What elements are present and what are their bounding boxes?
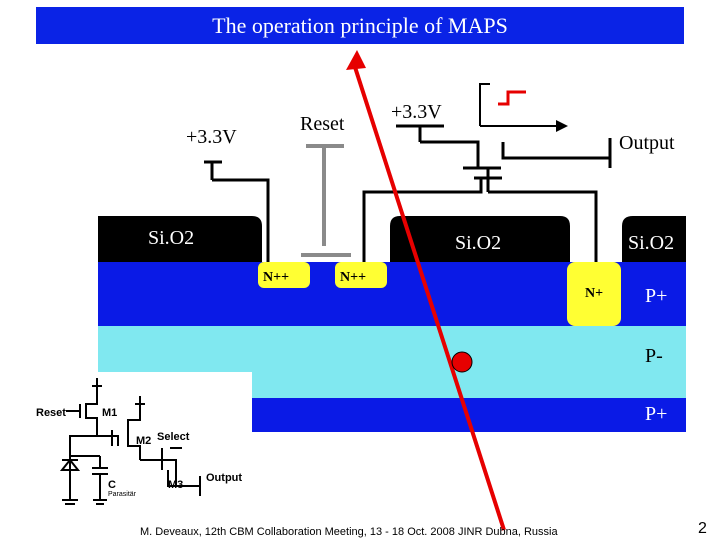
p-plus-epi-label: P+ [645,285,667,307]
oxide-mid-label: Si.O2 [455,232,501,254]
output-arrow [479,83,568,132]
n-plus-plus-implant-2 [335,262,387,288]
supply-mid-label: +3.3V [391,101,442,123]
reset-gate [301,144,351,257]
oxide-right-label: Si.O2 [628,232,674,254]
n-plus-plus-label-1: N++ [263,270,289,285]
charge-generation-dot [451,351,473,373]
pixel-schematic [59,378,201,505]
oxide-block-right [622,216,686,262]
schematic-select-label: Select [157,431,190,443]
page-number: 2 [698,520,707,537]
n-well-label: N+ [585,286,603,301]
p-plus-substrate-label: P+ [645,403,667,425]
schematic-m3-label: M3 [168,479,183,491]
n-plus-plus-label-2: N++ [340,270,366,285]
schematic-parasitic-label: Parasitär [108,491,137,498]
output-pulse-icon [498,90,526,106]
p-minus-label: P- [645,345,663,367]
oxide-left-label: Si.O2 [148,227,194,249]
schematic-m1-label: M1 [102,407,117,419]
oxide-block-mid [390,216,570,262]
schematic-output-label: Output [206,472,242,484]
supply-left-label: +3.3V [186,126,237,148]
slide-title: The operation principle of MAPS [36,7,684,44]
n-plus-plus-implant-1 [258,262,310,288]
schematic-reset-label: Reset [36,407,66,419]
readout-wiring [362,124,612,262]
schematic-background [98,372,252,432]
reset-label: Reset [300,113,345,135]
slide-footer: M. Deveaux, 12th CBM Collaboration Meeti… [140,526,558,538]
schematic-m2-label: M2 [136,435,151,447]
schematic-c-label: C [108,479,116,491]
supply-left-wiring [204,160,270,262]
particle-track [346,50,506,531]
oxide-block-left [98,216,262,262]
n-well-implant [567,262,621,326]
output-label: Output [619,132,675,154]
